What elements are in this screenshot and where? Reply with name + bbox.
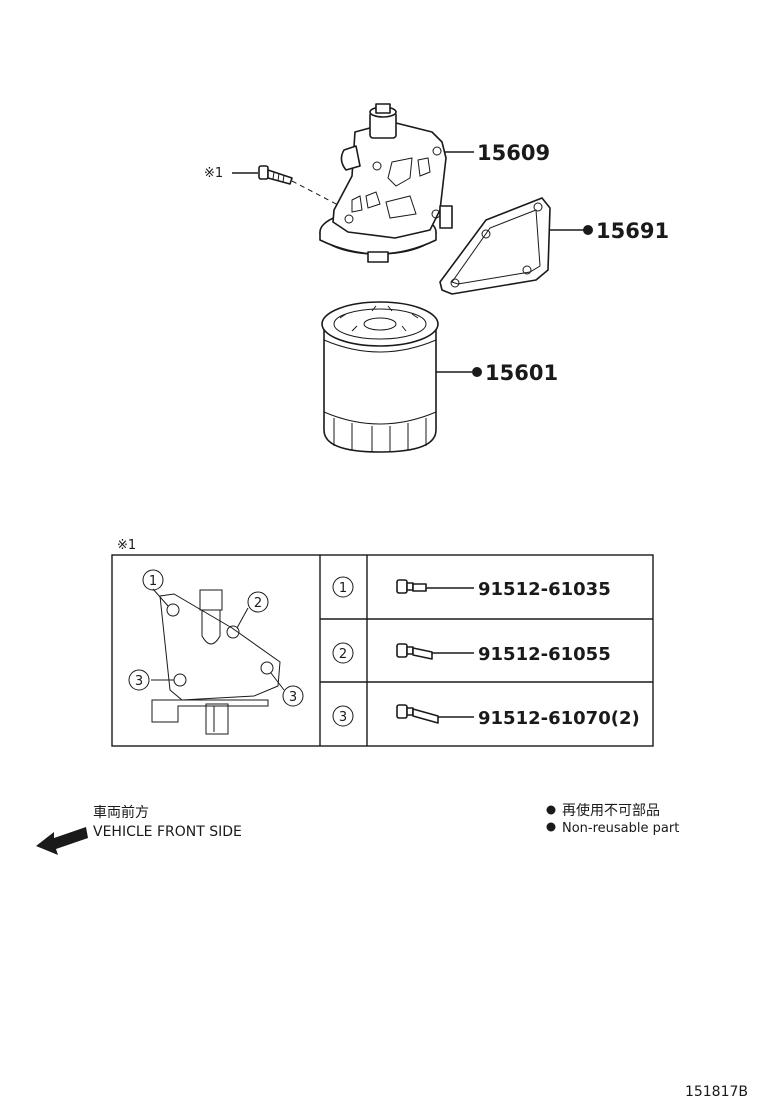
front-arrow-icon xyxy=(36,827,88,855)
detail-ref-label: ※1 xyxy=(117,538,136,553)
sketch-circle-label: 2 xyxy=(254,596,262,611)
part-number[interactable]: 91512-61070(2) xyxy=(478,708,640,729)
non-reusable-marker xyxy=(583,225,593,235)
part-number-15609[interactable]: 15609 xyxy=(477,141,550,165)
front-label-jp: 車両前方 xyxy=(93,804,149,821)
row-circle-label: 3 xyxy=(339,710,347,725)
table-row[interactable]: 3 91512-61070(2) xyxy=(332,704,640,729)
sketch-circle-label: 3 xyxy=(135,674,143,689)
table-row[interactable]: 1 91512-61035 xyxy=(332,576,611,600)
legend: 再使用不可部品 Non-reusable part xyxy=(546,802,679,836)
front-label-en: VEHICLE FRONT SIDE xyxy=(93,824,242,840)
callout-ref-label: ※1 xyxy=(204,166,223,181)
row-circle-label: 1 xyxy=(339,581,347,596)
legend-label-jp: 再使用不可部品 xyxy=(562,802,660,819)
row-circle-label: 2 xyxy=(339,647,347,662)
diagram-id: 151817B xyxy=(685,1084,748,1100)
front-direction-indicator: 車両前方 VEHICLE FRONT SIDE xyxy=(36,804,242,855)
part-number[interactable]: 91512-61035 xyxy=(478,579,611,600)
part-number-15691[interactable]: 15691 xyxy=(596,219,669,243)
part-number-15601[interactable]: 15601 xyxy=(485,361,558,385)
bolt-callout[interactable]: ※1 xyxy=(204,165,341,207)
non-reusable-marker xyxy=(472,367,482,377)
non-reusable-marker xyxy=(546,822,556,832)
sketch-circle-label: 1 xyxy=(149,574,157,589)
legend-label-en: Non-reusable part xyxy=(562,821,679,836)
non-reusable-marker xyxy=(546,805,556,815)
bolt-position-sketch: 1 2 3 3 xyxy=(128,569,304,735)
oil-filter[interactable] xyxy=(321,301,439,453)
gasket[interactable] xyxy=(439,197,551,295)
table-row[interactable]: 2 91512-61055 xyxy=(332,642,611,665)
sketch-circle-label: 3 xyxy=(289,690,297,705)
part-number[interactable]: 91512-61055 xyxy=(478,644,611,665)
oil-filter-bracket[interactable] xyxy=(319,103,453,263)
detail-table xyxy=(111,554,654,747)
